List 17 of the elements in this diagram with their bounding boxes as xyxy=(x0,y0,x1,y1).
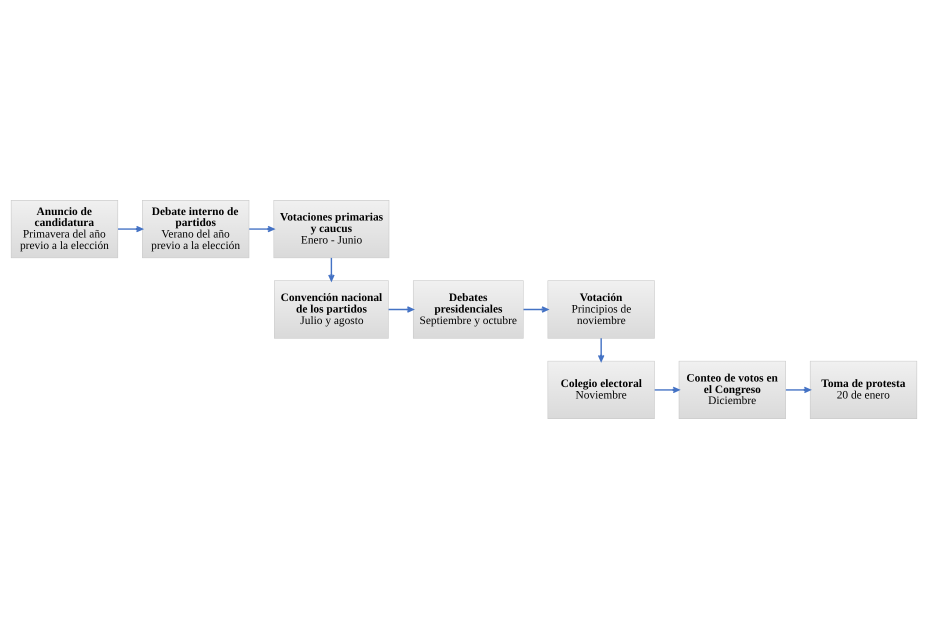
arrow xyxy=(328,257,335,281)
node-box: Anuncio de candidatura Primavera del año previo a la elección xyxy=(10,200,118,258)
arrow xyxy=(524,306,549,312)
node-box: Convención nacional de los partidos Julio y agosto xyxy=(274,280,389,338)
node-box: Conteo de votos en el Congreso Diciembre xyxy=(678,360,786,418)
arrow xyxy=(249,225,274,232)
arrow xyxy=(388,306,414,312)
node-box: Debates presidenciales Septiembre y octubre xyxy=(412,280,524,338)
node-box: Toma de protesta 20 de enero xyxy=(810,360,918,418)
node-box: Colegio electoral Noviembre xyxy=(548,360,655,418)
arrow xyxy=(118,225,143,232)
node-box: Votaciones primarias y caucus Enero - Junio xyxy=(274,200,390,258)
node-box: Votación Principios de noviembre xyxy=(548,280,655,338)
arrow xyxy=(598,338,604,362)
arrow xyxy=(654,386,680,393)
arrow xyxy=(786,386,811,393)
node-box: Debate interno de partidos Verano del año previo a la elección xyxy=(142,200,250,258)
